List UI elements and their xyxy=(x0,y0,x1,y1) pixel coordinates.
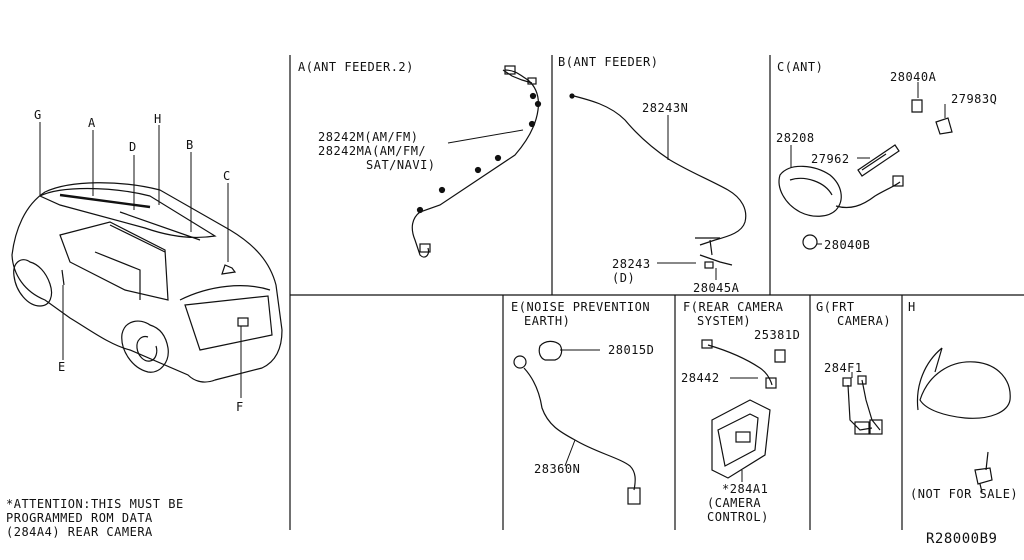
part-28242ma: 28242MA(AM/FM/ xyxy=(318,144,427,158)
part-28040a: 28040A xyxy=(890,70,937,84)
section-c-title: C(ANT) xyxy=(777,60,824,74)
part-28243: 28243 xyxy=(612,257,651,271)
vehicle-leader-lines xyxy=(39,122,242,398)
part-28015d: 28015D xyxy=(608,343,655,357)
not-for-sale-note: (NOT FOR SALE) xyxy=(910,487,1019,501)
section-g-title-2: CAMERA) xyxy=(837,314,892,328)
part-28242m: 28242M(AM/FM) xyxy=(318,130,419,144)
section-e-title: E(NOISE PREVENTION xyxy=(511,300,651,314)
part-284a1-desc-2: CONTROL) xyxy=(707,510,769,524)
callout-f: F xyxy=(236,400,244,414)
section-h-title: H xyxy=(908,300,916,314)
vehicle-drawing xyxy=(11,182,283,383)
attention-line-1: *ATTENTION:THIS MUST BE xyxy=(6,497,184,511)
section-f-title-2: SYSTEM) xyxy=(697,314,752,328)
rear-camera-unit xyxy=(701,339,786,482)
section-dividers xyxy=(289,55,1024,530)
part-284a1-desc-1: (CAMERA xyxy=(707,496,762,510)
attention-line-2: PROGRAMMED ROM DATA xyxy=(6,511,153,525)
callout-d: D xyxy=(129,140,137,154)
part-284a1: *284A1 xyxy=(722,482,769,496)
part-28360n: 28360N xyxy=(534,462,581,476)
section-a-title: A(ANT FEEDER.2) xyxy=(298,60,414,74)
callout-g: G xyxy=(34,108,42,122)
ant-feeder-harness xyxy=(569,93,747,280)
diagram-id: R28000B9 xyxy=(926,531,998,547)
section-b-title: B(ANT FEEDER) xyxy=(558,55,659,69)
part-28045a: 28045A xyxy=(693,281,740,295)
part-25381d: 25381D xyxy=(754,328,801,342)
part-28040b: 28040B xyxy=(824,238,871,252)
door-mirror xyxy=(916,347,1011,493)
callout-h: H xyxy=(154,112,162,126)
callout-b: B xyxy=(186,138,194,152)
part-28243n: 28243N xyxy=(642,101,689,115)
ant-feeder-2-harness xyxy=(411,65,542,258)
part-284f1: 284F1 xyxy=(824,361,863,375)
callout-c: C xyxy=(223,169,231,183)
part-28243-sub: (D) xyxy=(612,271,636,285)
part-27962: 27962 xyxy=(811,152,850,166)
part-28242ma-cont: SAT/NAVI) xyxy=(366,158,436,172)
part-28208: 28208 xyxy=(776,131,815,145)
section-e-title-2: EARTH) xyxy=(524,314,571,328)
ground-strap xyxy=(513,340,641,505)
section-g-title: G(FRT xyxy=(816,300,855,314)
callout-a: A xyxy=(88,116,96,130)
part-27983q: 27983Q xyxy=(951,92,998,106)
roof-antenna xyxy=(778,82,953,250)
part-28442: 28442 xyxy=(681,371,720,385)
attention-line-3: (284A4) REAR CAMERA xyxy=(6,525,153,539)
section-f-title: F(REAR CAMERA xyxy=(683,300,784,314)
callout-e: E xyxy=(58,360,66,374)
front-camera-harness xyxy=(842,372,883,435)
